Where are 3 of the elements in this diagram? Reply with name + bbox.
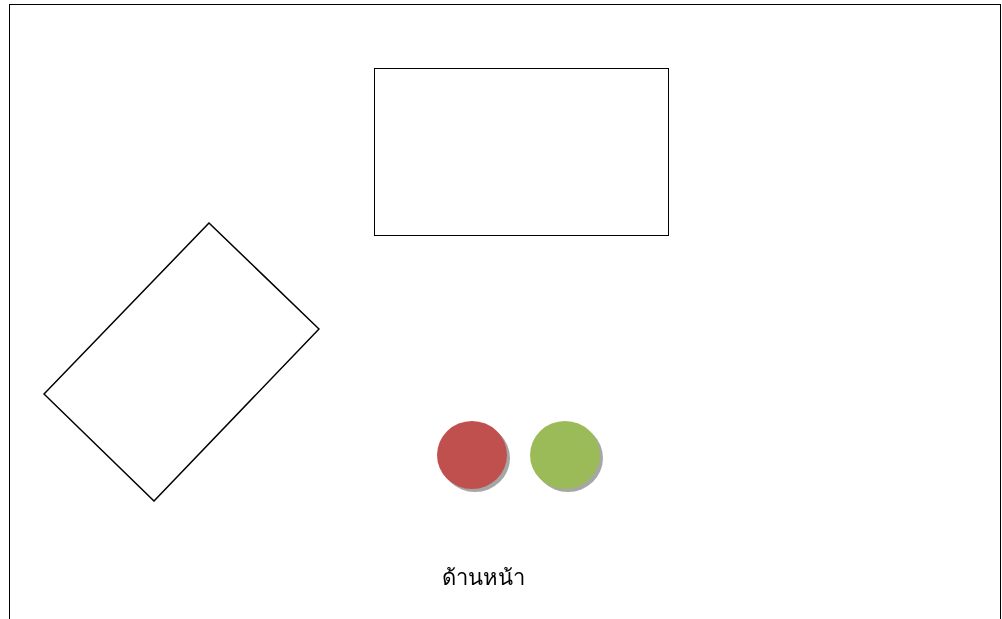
room-outline (9, 4, 1001, 619)
rectangle-box (374, 68, 669, 236)
side-label: ด้านหน้า (442, 564, 525, 592)
